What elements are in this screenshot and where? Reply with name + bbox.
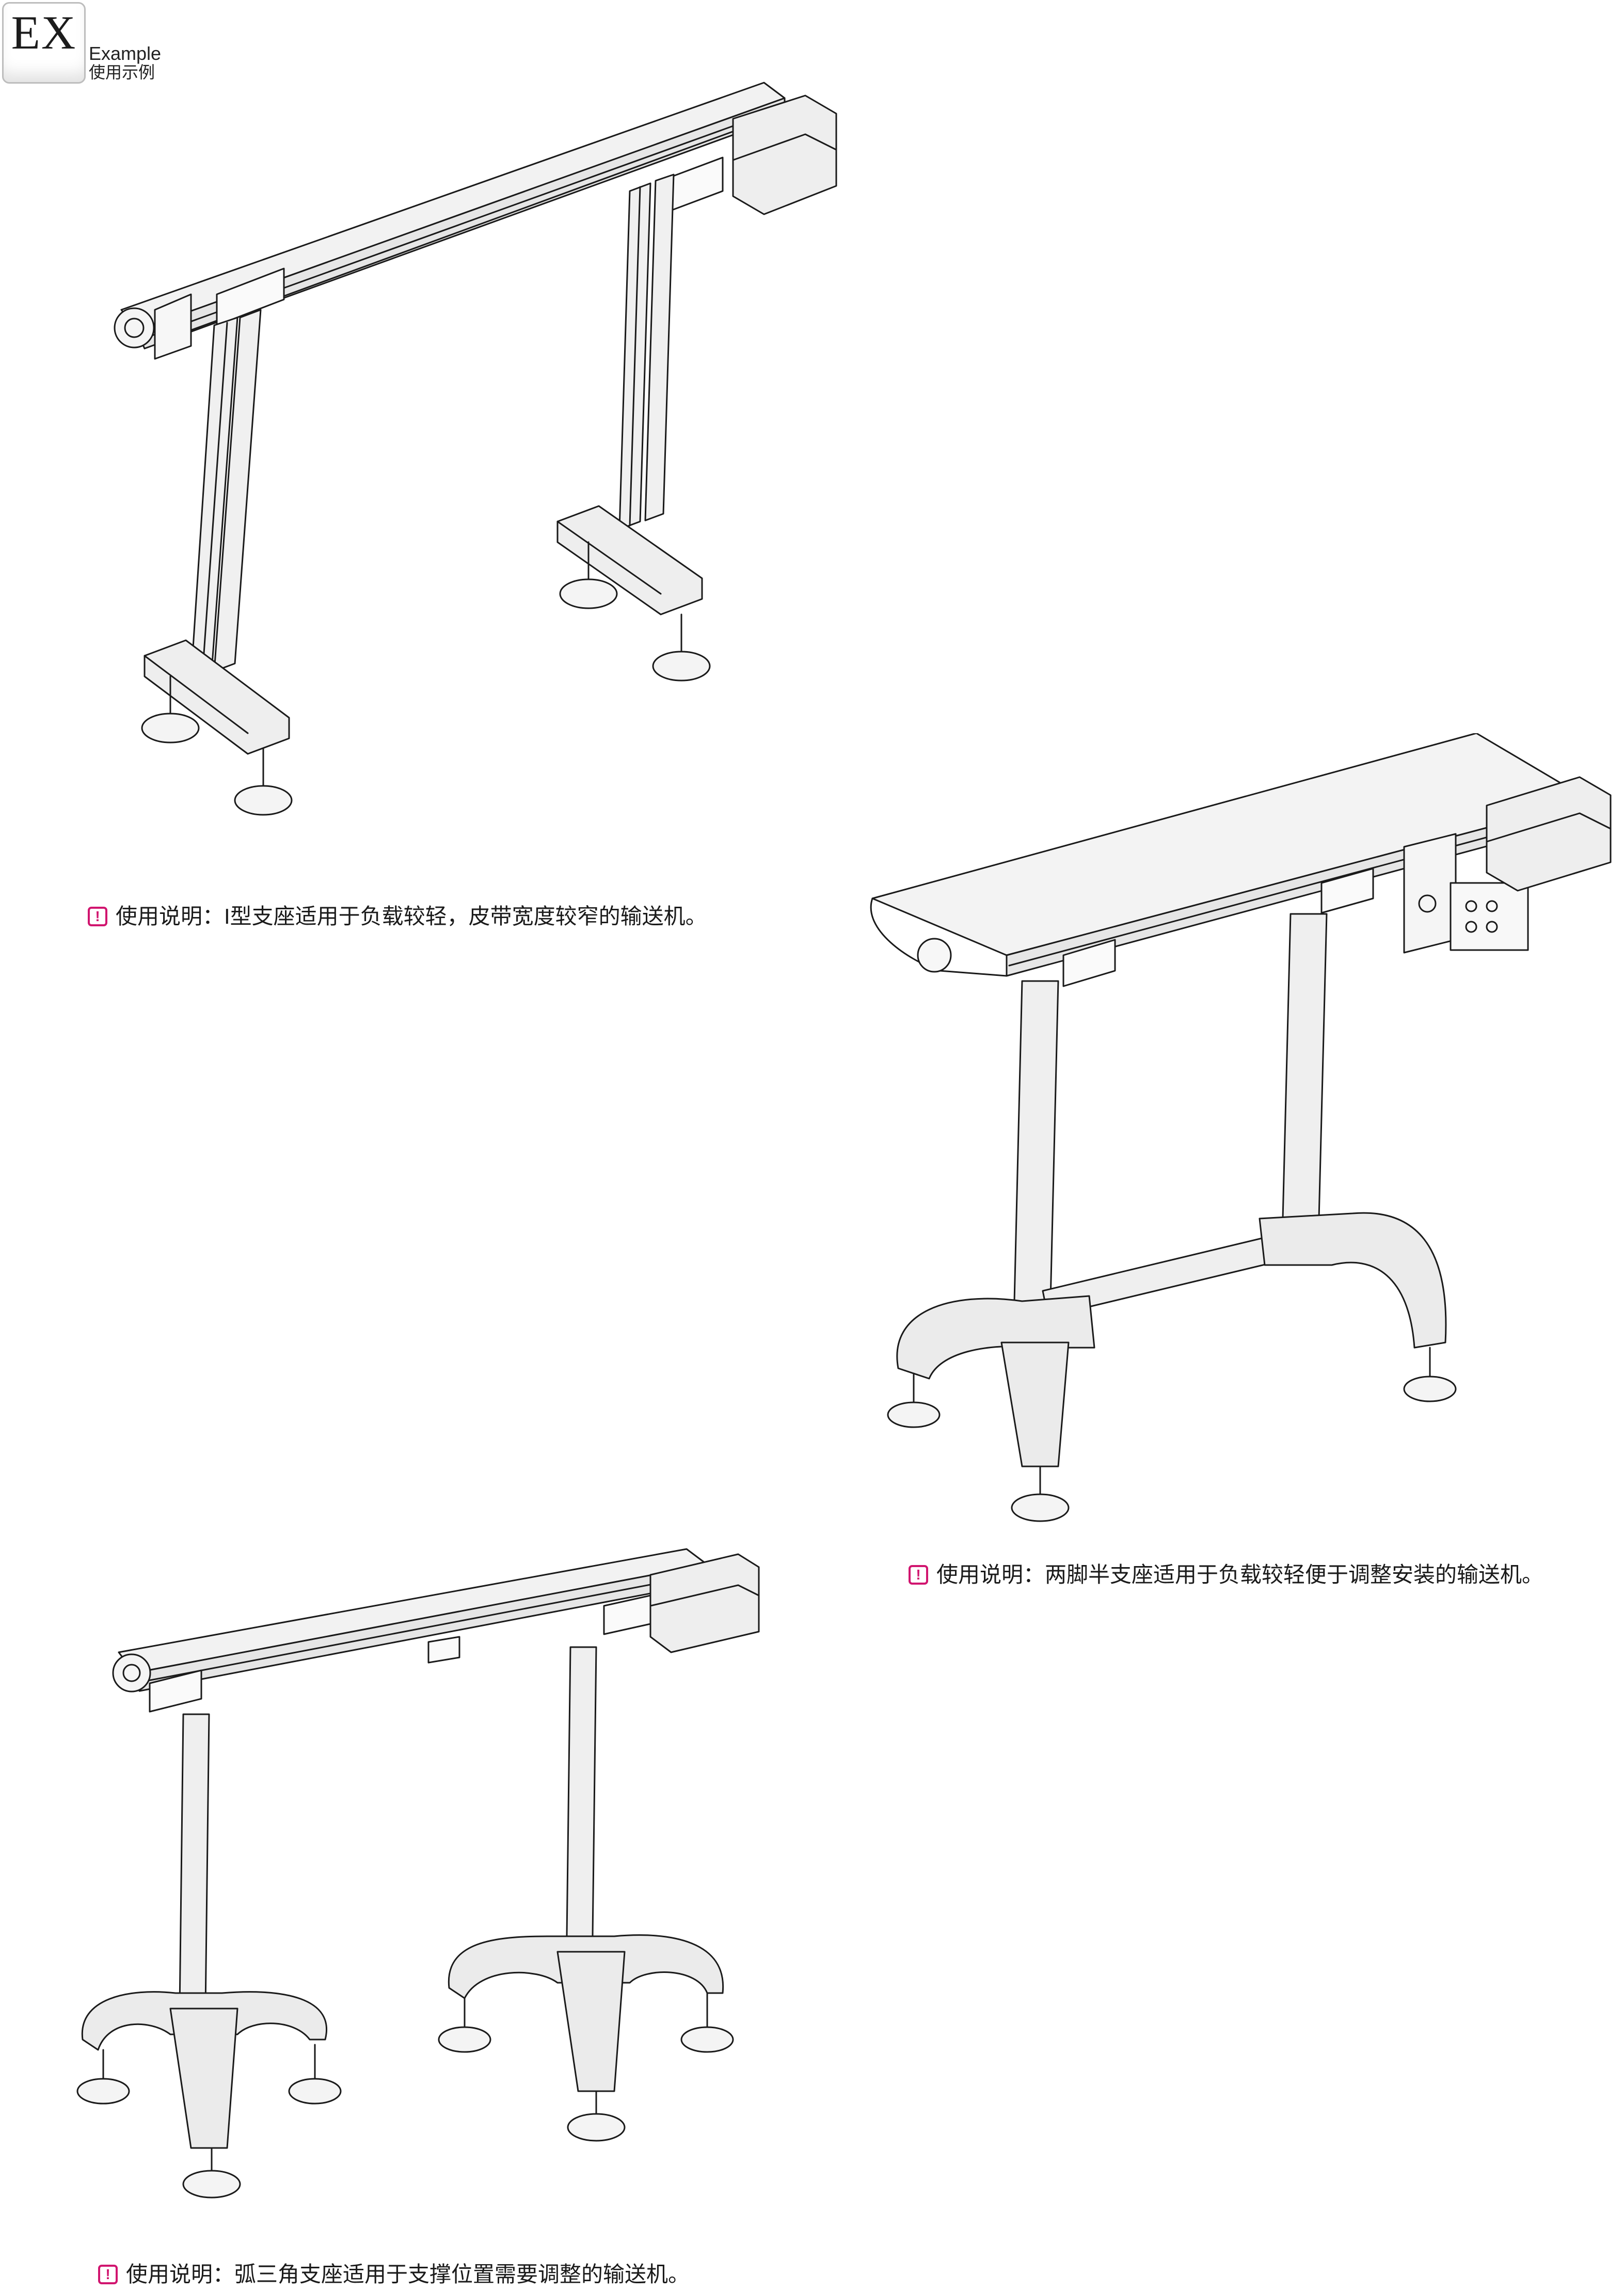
note-caption-i-type: ! 使用说明：I型支座适用于负载较轻，皮带宽度较窄的输送机。 xyxy=(88,904,707,929)
note-caption-two-half-leg: ! 使用说明：两脚半支座适用于负载较轻便于调整安装的输送机。 xyxy=(909,1562,1543,1588)
ex-badge: EX xyxy=(2,2,86,84)
exclamation-icon: ! xyxy=(909,1565,928,1585)
exclamation-icon: ! xyxy=(88,907,107,926)
ex-badge-text: EX xyxy=(11,6,77,59)
example-label: Example xyxy=(89,43,162,64)
note-text: 使用说明：I型支座适用于负载较轻，皮带宽度较窄的输送机。 xyxy=(116,904,707,928)
exclamation-icon: ! xyxy=(98,2265,118,2284)
note-text: 使用说明：弧三角支座适用于支撑位置需要调整的输送机。 xyxy=(126,2262,690,2286)
note-caption-arc-tri-leg: ! 使用说明：弧三角支座适用于支撑位置需要调整的输送机。 xyxy=(98,2262,690,2287)
two-half-leg-stand-conveyor-illustration xyxy=(867,733,1621,1528)
note-text: 使用说明：两脚半支座适用于负载较轻便于调整安装的输送机。 xyxy=(936,1562,1544,1587)
example-label-cn: 使用示例 xyxy=(89,63,155,82)
arc-tri-leg-stand-conveyor-illustration xyxy=(67,1544,764,2205)
i-type-stand-conveyor-illustration xyxy=(114,67,847,842)
